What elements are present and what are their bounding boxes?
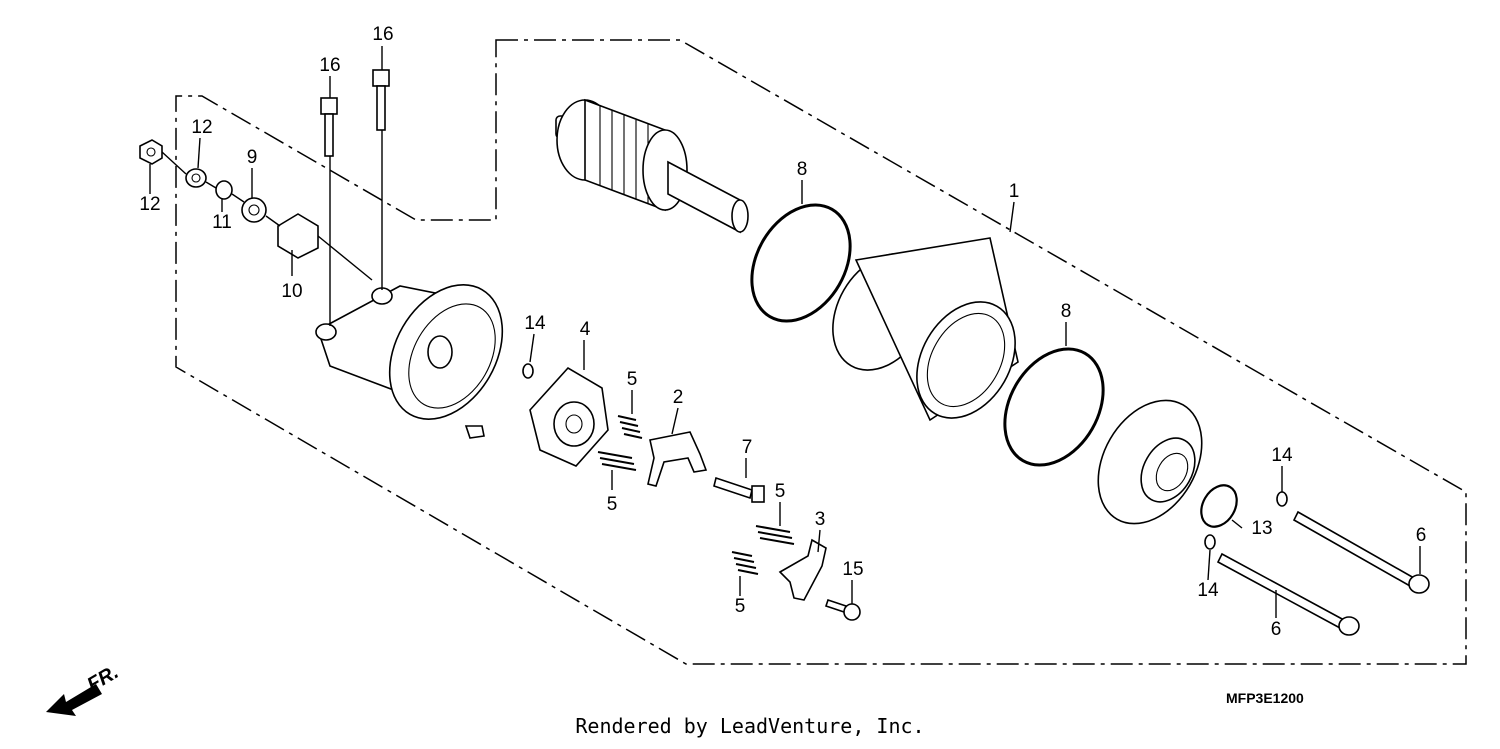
small-clip-part	[464, 425, 485, 439]
spring-5-c	[755, 525, 795, 545]
callout-14-a: 14	[524, 313, 546, 334]
nut-12-outer	[139, 139, 163, 165]
callout-16-b: 16	[372, 24, 393, 45]
brush-3	[778, 538, 827, 601]
callout-14-b: 14	[1271, 445, 1293, 466]
callout-10: 10	[281, 281, 302, 302]
callout-12-b: 12	[139, 194, 160, 215]
washer-14-lower	[1204, 534, 1216, 550]
o-ring-8-lower	[1003, 347, 1105, 467]
o-ring-13	[1200, 484, 1238, 528]
washer-14-right	[1276, 491, 1288, 507]
diagram-code: MFP3E1200	[1226, 690, 1304, 706]
callout-7: 7	[742, 437, 753, 458]
callout-4: 4	[580, 319, 591, 340]
terminal-bolt-7	[713, 476, 765, 503]
o-ring-8-upper	[750, 203, 852, 323]
callout-13: 13	[1251, 518, 1272, 539]
callout-5-b: 5	[607, 494, 618, 515]
callout-6-b: 6	[1271, 619, 1282, 640]
callout-3: 3	[815, 509, 826, 530]
callout-8-b: 8	[1061, 301, 1072, 322]
callout-2: 2	[673, 387, 684, 408]
callout-11: 11	[212, 212, 232, 233]
leader-lines	[149, 46, 1421, 618]
yoke-housing-part	[832, 237, 1019, 422]
callout-15: 15	[842, 559, 863, 580]
through-bolt-6-upper	[1292, 510, 1430, 594]
callout-14-c: 14	[1197, 580, 1219, 601]
front-direction-arrow-icon: FR.	[46, 661, 122, 716]
spring-5-b	[597, 451, 637, 471]
brush-holder-4	[529, 366, 609, 467]
callout-8-a: 8	[797, 159, 808, 180]
callout-16-a: 16	[319, 55, 340, 76]
assembly-outline-group	[175, 39, 1467, 665]
through-bolt-6-lower	[1216, 552, 1360, 636]
spring-5-d	[731, 551, 759, 575]
callout-6-a: 6	[1416, 525, 1427, 546]
callout-5-a: 5	[627, 369, 638, 390]
front-cover-bracket-part	[315, 284, 504, 420]
callout-5-d: 5	[735, 596, 746, 617]
render-credit: Rendered by LeadVenture, Inc.	[575, 714, 925, 738]
callout-5-c: 5	[775, 481, 786, 502]
callout-labels: 1 2 3 4 5 5 5 5 6 6 7 8 8 9 10 11 12 12 …	[139, 24, 1426, 640]
bolt-16-right	[372, 69, 390, 131]
washer-14-left	[522, 363, 534, 379]
starter-assembly-outline	[175, 39, 1467, 665]
rear-cover-part	[1097, 399, 1203, 525]
spring-5-a	[617, 415, 643, 439]
armature-part	[555, 98, 749, 234]
washer-11	[215, 180, 233, 200]
insulator-9	[241, 197, 267, 223]
callout-9: 9	[247, 147, 258, 168]
washer-12-inner	[185, 168, 207, 188]
bolt-16-left	[320, 97, 338, 157]
brush-2	[647, 431, 708, 487]
terminal-insulator-10	[277, 213, 319, 259]
screw-15	[824, 598, 861, 621]
callout-1: 1	[1009, 181, 1020, 202]
callout-12-a: 12	[191, 117, 212, 138]
